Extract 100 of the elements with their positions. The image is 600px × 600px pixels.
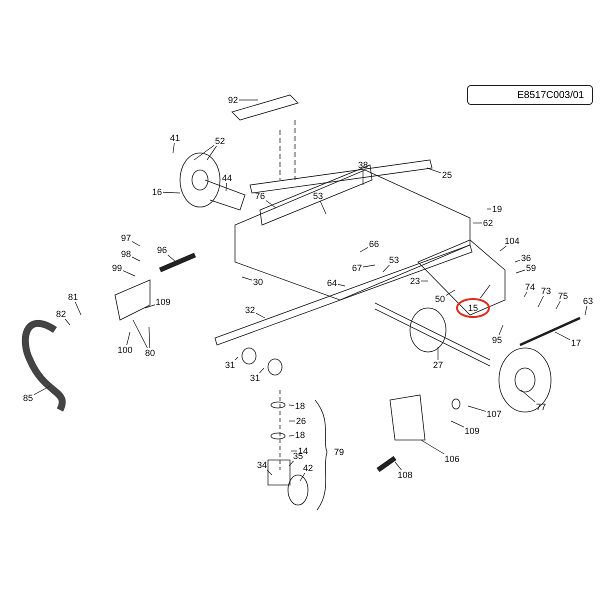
leader-line — [288, 460, 294, 466]
leader-line — [74, 302, 82, 316]
leader-line — [172, 142, 175, 154]
leader-line — [266, 200, 276, 208]
leader-line — [520, 390, 536, 402]
callout-number: 76 — [254, 191, 266, 201]
leader-line — [556, 300, 561, 310]
callout-number: 18 — [294, 430, 306, 440]
callout-number: 108 — [396, 470, 414, 480]
callout-number: 42 — [302, 463, 314, 473]
callout-number: 50 — [434, 294, 446, 304]
leader-line — [256, 312, 266, 318]
callout-number: 16 — [151, 187, 164, 197]
callout-number: 19 — [491, 204, 504, 214]
leader-line — [420, 440, 445, 454]
leader-line — [234, 356, 238, 360]
callout-number: 98 — [120, 249, 132, 259]
leader-line — [362, 264, 376, 268]
leader-line — [226, 182, 227, 192]
leader-line — [450, 420, 464, 428]
callout-number: 31 — [249, 373, 262, 383]
callout-number: 92 — [227, 95, 240, 105]
callout-number: 18 — [294, 401, 306, 411]
callout-number: 97 — [120, 233, 132, 243]
callout-number: 100 — [116, 345, 134, 355]
callout-number: 99 — [111, 263, 124, 273]
leader-line — [162, 192, 180, 194]
leader-line — [288, 420, 296, 422]
leader-line — [259, 368, 264, 374]
callout-number: 96 — [156, 245, 168, 255]
callout-number: 74 — [524, 282, 536, 292]
callout-number: 73 — [540, 286, 552, 296]
callout-number: 66 — [368, 239, 380, 249]
leader-line — [486, 208, 492, 210]
callout-number: 64 — [326, 278, 338, 288]
leader-line — [480, 284, 490, 298]
leader-line — [320, 200, 326, 214]
leader-line — [446, 290, 456, 296]
callout-number: 41 — [169, 133, 182, 143]
leader-line — [288, 404, 294, 406]
leader-line — [554, 332, 570, 340]
leader-line — [538, 296, 544, 308]
callout-number: 109 — [154, 297, 172, 307]
leader-line — [514, 260, 520, 262]
callout-number: 30 — [252, 277, 264, 287]
callout-number: 25 — [441, 170, 454, 180]
leader-line — [420, 280, 428, 282]
callout-number: 34 — [256, 460, 268, 470]
callout-number: 38 — [357, 160, 370, 170]
leader-line — [472, 222, 482, 224]
leader-line — [362, 170, 364, 186]
callout-number: 95 — [491, 335, 504, 345]
callout-number: 59 — [525, 263, 538, 273]
leader-line — [382, 264, 390, 272]
callout-number: 52 — [214, 136, 226, 146]
leader-line — [144, 304, 156, 308]
callout-number: 36 — [520, 253, 532, 263]
callout-number: 75 — [557, 291, 570, 301]
callout-number: 44 — [221, 173, 234, 183]
leader-line — [148, 326, 150, 348]
leader-line — [206, 146, 217, 160]
callout-number: 31 — [224, 360, 236, 370]
callout-number: 79 — [334, 447, 344, 457]
leader-line — [194, 145, 214, 160]
leader-line — [167, 254, 176, 262]
leader-line — [64, 318, 70, 326]
leader-line — [524, 292, 528, 298]
callout-number: 109 — [464, 426, 481, 436]
leader-line — [122, 270, 136, 276]
callout-number: 80 — [144, 348, 156, 358]
leader-line — [300, 472, 306, 482]
callout-number: 23 — [409, 276, 422, 286]
callout-number: 77 — [535, 402, 548, 412]
leader-line — [360, 247, 368, 252]
drawing-number: E8517C003/01 — [467, 85, 593, 105]
leader-line — [516, 270, 526, 274]
leader-line — [426, 168, 442, 174]
callout-number: 104 — [504, 236, 521, 246]
leader-line — [584, 306, 588, 316]
callout-number: 53 — [388, 255, 400, 265]
callout-number: 106 — [444, 454, 461, 464]
leader-line — [500, 246, 507, 252]
callout-number: 15 — [456, 298, 490, 318]
callout-number: 82 — [55, 309, 68, 319]
callout-number: 26 — [295, 416, 308, 426]
callout-number: 85 — [22, 393, 34, 403]
leader-line — [288, 435, 294, 436]
callout-number: 27 — [432, 360, 444, 370]
leader-line — [498, 324, 504, 336]
callout-number: 53 — [312, 191, 324, 201]
callout-number: 67 — [351, 263, 364, 273]
leader-line — [338, 284, 346, 286]
callout-number: 81 — [67, 292, 80, 302]
callout-number: 63 — [582, 296, 594, 306]
leader-line — [266, 470, 272, 476]
callout-number: 17 — [570, 338, 582, 348]
leader-line — [132, 241, 140, 246]
callout-number: 62 — [482, 218, 494, 228]
leader-line — [126, 332, 130, 346]
leader-line — [34, 386, 50, 396]
